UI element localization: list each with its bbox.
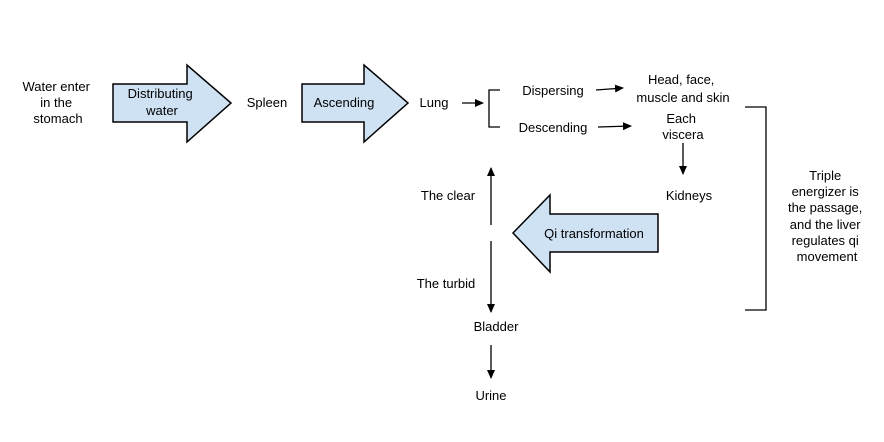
head-face-label: Head, face, muscle and skin bbox=[636, 72, 729, 105]
qi-transformation-label: Qi transformation bbox=[544, 226, 644, 241]
dispersing-arrow bbox=[595, 84, 624, 93]
turbid-label: The turbid bbox=[417, 276, 476, 291]
kidneys-label: Kidneys bbox=[666, 188, 713, 203]
water-label: Water enter in the stomach bbox=[22, 79, 93, 126]
triple-energizer-label: Triple energizer is the passage, and the… bbox=[788, 168, 866, 264]
triple-energizer-bracket bbox=[745, 106, 767, 311]
bladder-label: Bladder bbox=[474, 319, 519, 334]
qi-transformation-arrow: Qi transformation bbox=[511, 193, 659, 274]
descending-label: Descending bbox=[519, 120, 588, 135]
lung-label: Lung bbox=[420, 95, 449, 110]
distributing-water-arrow: Distributing water bbox=[112, 63, 233, 144]
viscera-label: Each viscera bbox=[662, 111, 704, 142]
distributing-water-label: Distributing water bbox=[128, 86, 197, 118]
urine-label: Urine bbox=[475, 388, 506, 403]
clear-label: The clear bbox=[421, 188, 476, 203]
ascending-label: Ascending bbox=[314, 95, 375, 110]
ascending-arrow: Ascending bbox=[301, 63, 410, 144]
dispersing-label: Dispersing bbox=[522, 83, 583, 98]
lung-split-bracket bbox=[488, 89, 500, 128]
descending-arrow bbox=[597, 122, 632, 131]
spleen-label: Spleen bbox=[247, 95, 287, 110]
